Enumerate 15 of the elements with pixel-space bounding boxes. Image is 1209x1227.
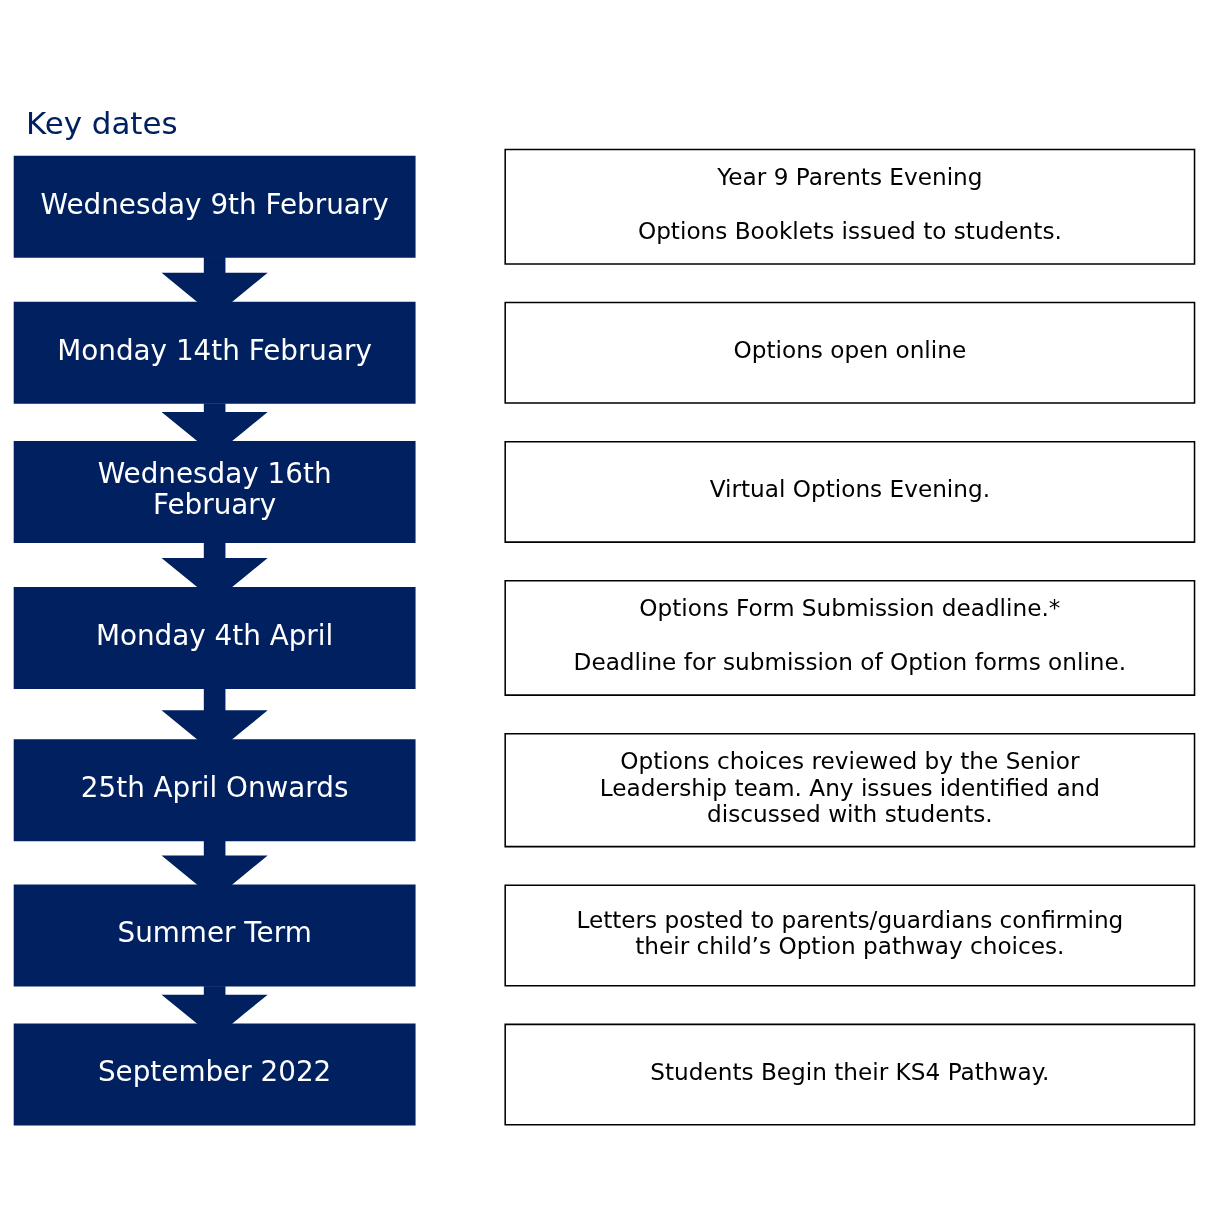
node-box: Virtual Options Evening. bbox=[504, 440, 1196, 543]
node-box: Summer Term bbox=[13, 883, 416, 986]
node-box: Options open online bbox=[504, 301, 1196, 404]
node-box: Letters posted to parents/guardians confirming their child’s Option pathway choices. bbox=[504, 883, 1196, 986]
node-box: Wednesday 16th February bbox=[13, 440, 416, 543]
node-box: Options choices reviewed by the Senior Leadership team. Any issues identified and discussed with students. bbox=[504, 732, 1196, 847]
node-box: Wednesday 9th February bbox=[13, 155, 416, 258]
node-box: Monday 4th April bbox=[13, 586, 416, 689]
node-box: Monday 14th February bbox=[13, 301, 416, 404]
node-box: September 2022 bbox=[13, 1023, 416, 1126]
node-box: Year 9 Parents Evening Options Booklets issued to students. bbox=[504, 148, 1196, 265]
diagram-title: Key dates bbox=[25, 104, 178, 141]
node-box: 25th April Onwards bbox=[13, 738, 416, 841]
node-box: Options Form Submission deadline.* Deadline for submission of Option forms online. bbox=[504, 579, 1196, 696]
node-box: Students Begin their KS4 Pathway. bbox=[504, 1023, 1196, 1126]
